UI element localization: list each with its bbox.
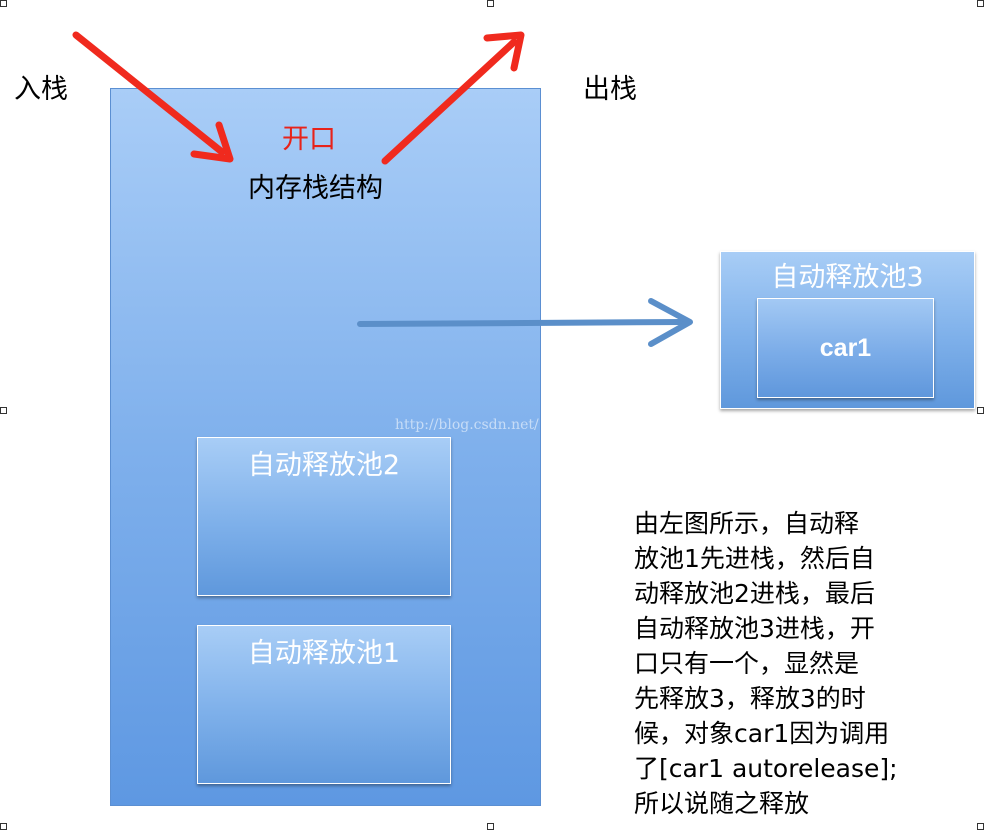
autorelease-pool-1[interactable]: 自动释放池1 — [197, 625, 451, 784]
autorelease-pool-2[interactable]: 自动释放池2 — [197, 437, 451, 596]
description-line: 了[car1 autorelease]; — [634, 754, 898, 783]
pool-1-title: 自动释放池1 — [247, 638, 401, 669]
pop-label: 出栈 — [583, 74, 637, 105]
pool-2-title: 自动释放池2 — [247, 450, 401, 481]
description-line: 放池1先进栈，然后自 — [634, 544, 875, 573]
stack-title: 内存栈结构 — [248, 173, 383, 204]
description-line: 自动释放池3进栈，开 — [634, 614, 875, 643]
car1-object[interactable]: car1 — [757, 298, 934, 398]
opening-label: 开口 — [282, 124, 336, 155]
description-line: 由左图所示，自动释 — [634, 509, 860, 538]
description-line: 动释放池2进栈，最后 — [634, 579, 875, 608]
pop-arrow — [381, 31, 525, 165]
description-line: 候，对象car1因为调用 — [634, 719, 890, 748]
push-label: 入栈 — [14, 74, 68, 105]
transfer-arrow — [357, 298, 693, 347]
car1-label: car1 — [819, 333, 872, 362]
description-text: 由左图所示，自动释 放池1先进栈，然后自 动释放池2进栈，最后 自动释放池3进栈… — [634, 506, 934, 821]
resize-handle-top-center[interactable] — [487, 0, 494, 7]
pool-3-title: 自动释放池3 — [771, 262, 924, 293]
watermark: http://blog.csdn.net/ — [395, 417, 539, 433]
description-line: 口只有一个，显然是 — [634, 649, 860, 678]
resize-handle-top-left[interactable] — [0, 0, 7, 7]
description-line: 所以说随之释放 — [634, 789, 810, 818]
push-arrow — [72, 31, 234, 163]
description-line: 先释放3，释放3的时 — [634, 684, 866, 713]
resize-handle-middle-left[interactable] — [0, 407, 7, 414]
